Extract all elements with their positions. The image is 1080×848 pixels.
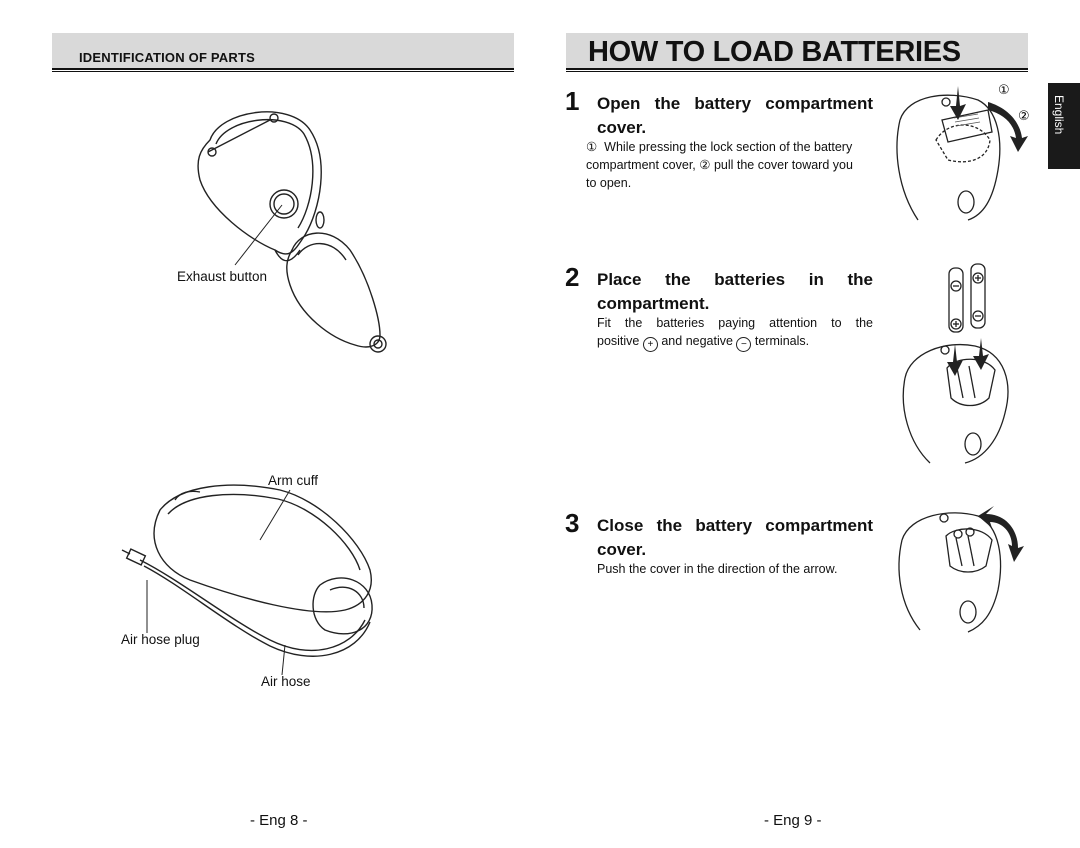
minus-terminal-icon: − <box>736 337 752 352</box>
page-title-header: HOW TO LOAD BATTERIES <box>566 33 1028 72</box>
step-3-title: Close the battery compartment cover. <box>597 514 873 562</box>
fig-1-marker-1: ① <box>998 83 1010 98</box>
step-3-body: Push the cover in the direction of the a… <box>597 562 838 576</box>
label-air-hose: Air hose <box>261 674 311 689</box>
step-2-body: Fit the batteries paying attention to th… <box>597 314 873 352</box>
section-title: IDENTIFICATION OF PARTS <box>79 50 255 65</box>
step-1-title-line1: Open the battery compartment <box>597 94 873 113</box>
header-rule <box>52 68 514 70</box>
step-1-marker-2: ② <box>699 158 711 172</box>
step-1-body: ① While pressing the lock section of the… <box>586 138 876 192</box>
step-1-title-line2: cover. <box>597 118 647 137</box>
step-1-body-line3: to open. <box>586 176 632 190</box>
step-2-body-positive: positive <box>597 334 640 348</box>
fig-1-marker-2: ② <box>1018 109 1030 124</box>
step-1-marker-1: ① <box>586 140 598 154</box>
header-rule-thin <box>52 71 514 72</box>
step-1-figure: ① ② <box>896 83 1030 221</box>
exhaust-leader-line <box>234 204 283 266</box>
step-1-number: 1 <box>565 86 580 116</box>
language-tab-label: English <box>1052 95 1066 135</box>
cuff-leader-lines <box>146 489 291 676</box>
header-rule-thin <box>566 71 1028 72</box>
step-2-body-mid: and negative <box>661 334 733 348</box>
step-1-body-line2a: compartment cover, <box>586 158 696 172</box>
plus-terminal-icon: + <box>642 337 658 352</box>
step-3-title-line1: Close the battery compartment <box>597 516 873 535</box>
step-3-title-line2: cover. <box>597 540 647 559</box>
step-3-number: 3 <box>565 508 580 538</box>
step-2-title-line2: compartment. <box>597 294 710 313</box>
section-header-identification: IDENTIFICATION OF PARTS <box>52 33 514 72</box>
step-2-figure <box>902 263 1009 464</box>
label-arm-cuff: Arm cuff <box>268 473 319 488</box>
step-2-body-end: terminals. <box>754 334 810 348</box>
page-number-left: - Eng 8 - <box>250 812 308 829</box>
arm-cuff-illustration <box>121 484 373 657</box>
language-tab: English <box>1048 83 1080 169</box>
step-3-figure <box>898 506 1024 633</box>
monitor-illustration <box>197 111 387 353</box>
step-1-body-line2b: pull the cover toward you <box>713 158 853 172</box>
page-title: HOW TO LOAD BATTERIES <box>588 36 961 68</box>
step-2-title-line1: Place the batteries in the <box>597 270 873 289</box>
step-2-body-line1: Fit the batteries paying attention to th… <box>597 316 873 330</box>
step-1-title: Open the battery compartment cover. <box>597 92 873 140</box>
step-1-body-line1: While pressing the lock section of the b… <box>604 140 853 154</box>
label-air-hose-plug: Air hose plug <box>121 632 200 647</box>
header-rule <box>566 68 1028 70</box>
page-number-right: - Eng 9 - <box>764 812 822 829</box>
step-2-title: Place the batteries in the compartment. <box>597 268 873 316</box>
label-exhaust-button: Exhaust button <box>177 269 268 284</box>
step-2-number: 2 <box>565 262 580 292</box>
